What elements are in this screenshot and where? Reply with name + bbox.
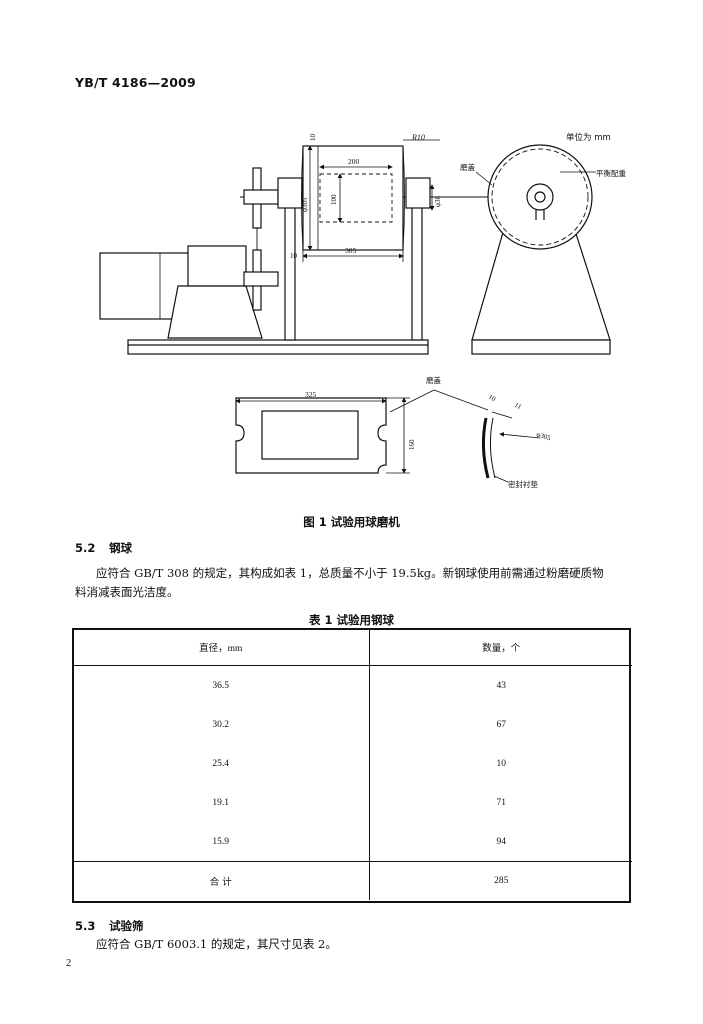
- table-total-row: 合 计 285: [72, 861, 632, 900]
- radius-label: R10: [411, 133, 425, 142]
- steel-ball-table: 直径，mm 数量，个 36.5 43 30.2 67 25.4 10 19.1 …: [72, 628, 632, 900]
- lid-detail-label: 磨盖: [426, 375, 441, 385]
- section-title: 钢球: [109, 541, 132, 555]
- dim-200-label: 200: [348, 157, 360, 166]
- cell-diameter: 36.5: [72, 665, 371, 705]
- figure-caption: 图 1 试验用球磨机: [303, 515, 400, 529]
- table-caption: 表 1 试验用钢球: [308, 613, 394, 627]
- table-row: 15.9 94: [72, 822, 632, 862]
- table-row: 19.1 71: [72, 783, 632, 822]
- cell-diameter: 19.1: [72, 783, 371, 822]
- dim-305-label: 305: [345, 246, 357, 255]
- dim-10-label: 10: [487, 393, 497, 404]
- section-title: 试验筛: [109, 919, 144, 933]
- section-5-2-text-line2: 料消减表面光洁度。: [75, 585, 179, 599]
- dim-160-label: 160: [408, 439, 416, 450]
- dia-305-label: φ305: [301, 197, 309, 212]
- dim-325-label: 325: [305, 390, 317, 399]
- section-5-3-text-line1: 应符合 GB/T 6003.1 的规定，其尺寸见表 2。: [96, 937, 337, 951]
- section-5-2-heading: 5.2 钢球: [75, 540, 132, 556]
- section-5-3-heading: 5.3 试验筛: [75, 918, 144, 934]
- table-header-row: 直径，mm 数量，个: [72, 628, 632, 666]
- seal-label: 密封衬垫: [508, 479, 538, 489]
- dim-100-label: 100: [330, 194, 338, 205]
- top-tick-label: 10: [309, 134, 317, 142]
- standard-code: YB/T 4186—2009: [75, 75, 196, 90]
- total-label: 合 计: [72, 861, 371, 900]
- left-tick-label: 10: [290, 252, 298, 260]
- cell-quantity: 71: [496, 797, 506, 808]
- counterweight-label: 平衡配重: [596, 168, 626, 178]
- unit-note: 单位为 mm: [566, 133, 611, 143]
- dim-11-label: 11: [513, 401, 523, 412]
- cell-quantity: 67: [496, 719, 506, 730]
- table-row: 30.2 67: [72, 705, 632, 744]
- cell-quantity: 43: [496, 680, 506, 691]
- dia-38-label: φ38: [434, 195, 442, 207]
- header-diameter: 直径，mm: [72, 628, 371, 666]
- table-row: 25.4 10: [72, 744, 632, 783]
- section-number: 5.2: [75, 541, 96, 555]
- section-number: 5.3: [75, 919, 96, 933]
- header-quantity: 数量，个: [369, 628, 632, 666]
- ball-mill-figure: R10 10 200 100 φ305 φ38 10 305 磨盖 平衡配重 3…: [99, 133, 626, 489]
- section-5-2-text-line1: 应符合 GB/T 308 的规定，其构成如表 1，总质量不小于 19.5kg。新…: [96, 566, 604, 580]
- table-row: 36.5 43: [72, 665, 632, 705]
- page-number: 2: [66, 958, 72, 969]
- cell-diameter: 25.4: [72, 744, 371, 783]
- total-value: 285: [369, 861, 632, 900]
- lid-label: 磨盖: [460, 162, 475, 172]
- cell-diameter: 15.9: [72, 822, 371, 862]
- cell-quantity: 94: [496, 836, 506, 847]
- cell-diameter: 30.2: [72, 705, 371, 744]
- cell-quantity: 10: [496, 758, 506, 769]
- dia-305b-label: φ305: [535, 430, 552, 442]
